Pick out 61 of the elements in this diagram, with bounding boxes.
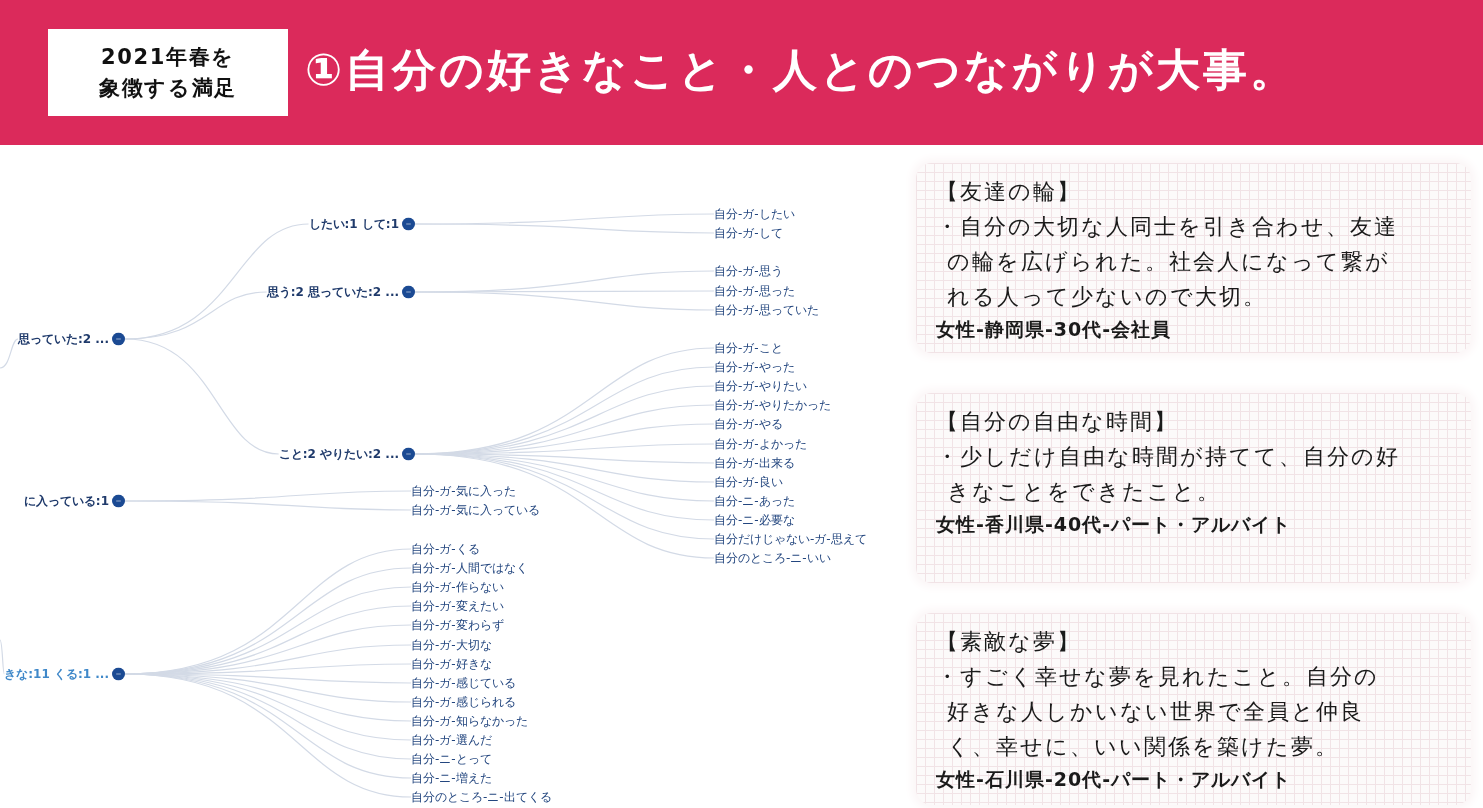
branch-line bbox=[0, 338, 19, 369]
card-heading: 【素敵な夢】 bbox=[936, 628, 1082, 656]
comment-card bbox=[916, 613, 1471, 805]
header-tag: 2021年春を象徴する満足 bbox=[48, 29, 288, 116]
slide-title: ①自分の好きなこと・人とのつながりが大事。 bbox=[305, 44, 1298, 97]
leaf-label: 自分-ガ-人間ではなく bbox=[411, 560, 528, 576]
leaf-label: 自分-ガ-思った bbox=[714, 283, 795, 299]
leaf-label: 自分-ガ-良い bbox=[714, 474, 783, 490]
respondent-info: 女性-静岡県-30代-会社員 bbox=[936, 317, 1173, 342]
branch-label: 思っていた:2 ... bbox=[18, 331, 109, 347]
branch-line bbox=[0, 639, 5, 675]
leaf-label: 自分だけじゃない-ガ-思えて bbox=[714, 531, 867, 547]
card-heading: 【自分の自由な時間】 bbox=[936, 408, 1179, 436]
leaf-label: 自分-ガ-やりたかった bbox=[714, 397, 831, 413]
comment-text: ・すごく幸せな夢を見れたこと。自分の好きな人しかいない世界で全員と仲良く、幸せに、いい関係を築けた夢。 bbox=[936, 663, 1380, 761]
leaf-label: 自分-ガ-やった bbox=[714, 359, 795, 375]
leaf-label: 自分-ガ-よかった bbox=[714, 436, 807, 452]
comment-text: ・少しだけ自由な時間が持てて、自分の好きなことをできたこと。 bbox=[936, 443, 1401, 506]
leaf-label: 自分-ガ-やりたい bbox=[714, 378, 807, 394]
leaf-label: 自分-ガ-気に入った bbox=[411, 483, 516, 499]
leaf-label: 自分-ニ-増えた bbox=[411, 770, 492, 786]
respondent-info: 女性-香川県-40代-パート・アルバイト bbox=[936, 512, 1293, 537]
leaf-label: 自分-ガ-こと bbox=[714, 340, 783, 356]
leaf-label: 自分-ガ-出来る bbox=[714, 455, 795, 471]
leaf-label: 自分-ガ-して bbox=[714, 225, 783, 241]
leaf-label: 自分-ガ-したい bbox=[714, 206, 795, 222]
leaf-label: 自分-ガ-やる bbox=[714, 416, 783, 432]
leaf-label: 自分-ガ-気に入っている bbox=[411, 502, 540, 518]
leaf-label: 自分-ニ-必要な bbox=[714, 512, 795, 528]
comment-text: ・自分の大切な人同士を引き合わせ、友達の輪を広げられた。社会人になって繋がれる人って少ないので大切。 bbox=[936, 213, 1399, 311]
leaf-label: 自分-ガ-思っていた bbox=[714, 302, 819, 318]
leaf-label: 自分-ニ-とって bbox=[411, 751, 492, 767]
leaf-label: 自分-ガ-変わらず bbox=[411, 617, 504, 633]
branch-label: こと:2 やりたい:2 ... bbox=[278, 446, 399, 462]
branch-line bbox=[124, 338, 280, 455]
leaf-label: 自分-ガ-くる bbox=[411, 541, 480, 557]
leaf-label: 自分-ガ-大切な bbox=[411, 637, 492, 653]
respondent-info: 女性-石川県-20代-パート・アルバイト bbox=[936, 767, 1293, 792]
branch-line bbox=[124, 673, 412, 798]
branch-label: に入っている:1 bbox=[23, 493, 109, 509]
leaf-label: 自分-ガ-好きな bbox=[411, 656, 492, 672]
leaf-label: 自分-ガ-感じている bbox=[411, 675, 516, 691]
branch-line bbox=[124, 500, 412, 511]
leaf-label: 自分-ガ-変えたい bbox=[411, 598, 504, 614]
leaf-label: 自分のところ-ニ-出てくる bbox=[411, 789, 552, 805]
branch-line bbox=[414, 223, 715, 234]
leaf-label: 自分-ニ-あった bbox=[714, 493, 795, 509]
leaf-label: 自分-ガ-知らなかった bbox=[411, 713, 528, 729]
branch-label: きな:11 くる:1 ... bbox=[4, 666, 109, 682]
leaf-label: 自分-ガ-感じられる bbox=[411, 694, 516, 710]
leaf-label: 自分-ガ-思う bbox=[714, 263, 783, 279]
leaf-label: 自分-ガ-作らない bbox=[411, 579, 504, 595]
branch-label: したい:1 して:1 bbox=[308, 216, 399, 232]
branch-label: 思う:2 思っていた:2 ... bbox=[266, 284, 399, 300]
card-heading: 【友達の輪】 bbox=[936, 178, 1082, 206]
branch-line bbox=[414, 291, 715, 311]
comment-card bbox=[916, 163, 1471, 353]
branch-line bbox=[414, 453, 715, 559]
leaf-label: 自分-ガ-選んだ bbox=[411, 732, 492, 748]
comment-card bbox=[916, 393, 1471, 583]
leaf-label: 自分のところ-ニ-いい bbox=[714, 550, 831, 566]
